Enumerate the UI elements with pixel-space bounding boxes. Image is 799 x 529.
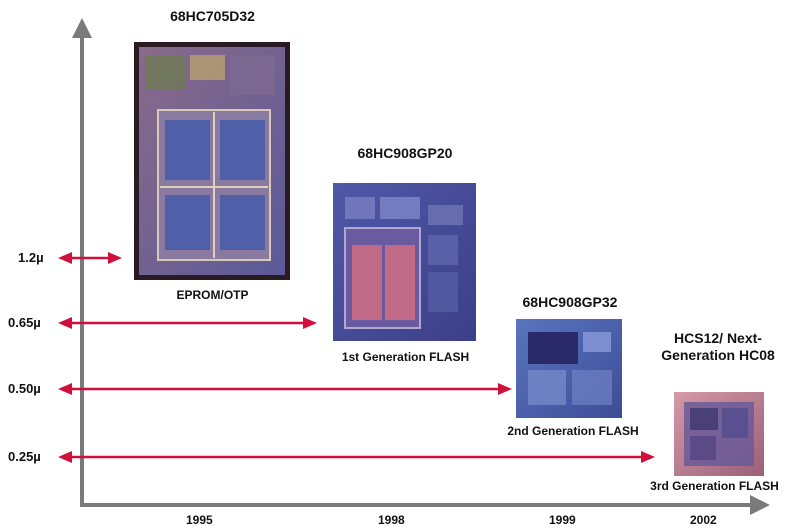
chip-caption-1: EPROM/OTP xyxy=(176,288,249,302)
x-tick-label: 1995 xyxy=(186,513,213,527)
chip-caption-3: 2nd Generation FLASH xyxy=(507,424,639,438)
x-axis-arrowhead xyxy=(750,495,770,515)
chip-name-1: 68HC705D32 xyxy=(170,8,255,24)
y-tick-label: 0.65µ xyxy=(8,315,41,330)
chip-caption-4: 3rd Generation FLASH xyxy=(650,479,779,493)
chip-name-2: 68HC908GP20 xyxy=(357,145,453,161)
chip-die-photo-2 xyxy=(333,183,476,341)
y-tick-label: 1.2µ xyxy=(18,250,44,265)
x-tick-label: 2002 xyxy=(690,513,717,527)
arrow-2 xyxy=(58,317,317,329)
x-tick-label: 1998 xyxy=(378,513,405,527)
chip-die-photo-3 xyxy=(516,319,622,418)
y-tick-label: 0.25µ xyxy=(8,449,41,464)
y-tick-label: 0.50µ xyxy=(8,381,41,396)
chip-name-3: 68HC908GP32 xyxy=(522,294,618,310)
arrow-3 xyxy=(58,383,512,395)
chip-caption-2: 1st Generation FLASH xyxy=(341,350,470,364)
y-axis-arrowhead xyxy=(72,18,92,38)
arrow-1 xyxy=(58,252,122,264)
process-arrows xyxy=(58,252,655,463)
arrow-4 xyxy=(58,451,655,463)
chip-name-4: HCS12/ Next-Generation HC08 xyxy=(661,330,775,363)
x-tick-label: 1999 xyxy=(549,513,576,527)
chip-die-photo-4 xyxy=(674,392,764,476)
axes xyxy=(72,18,770,515)
chip-die-photo-1 xyxy=(134,42,290,280)
